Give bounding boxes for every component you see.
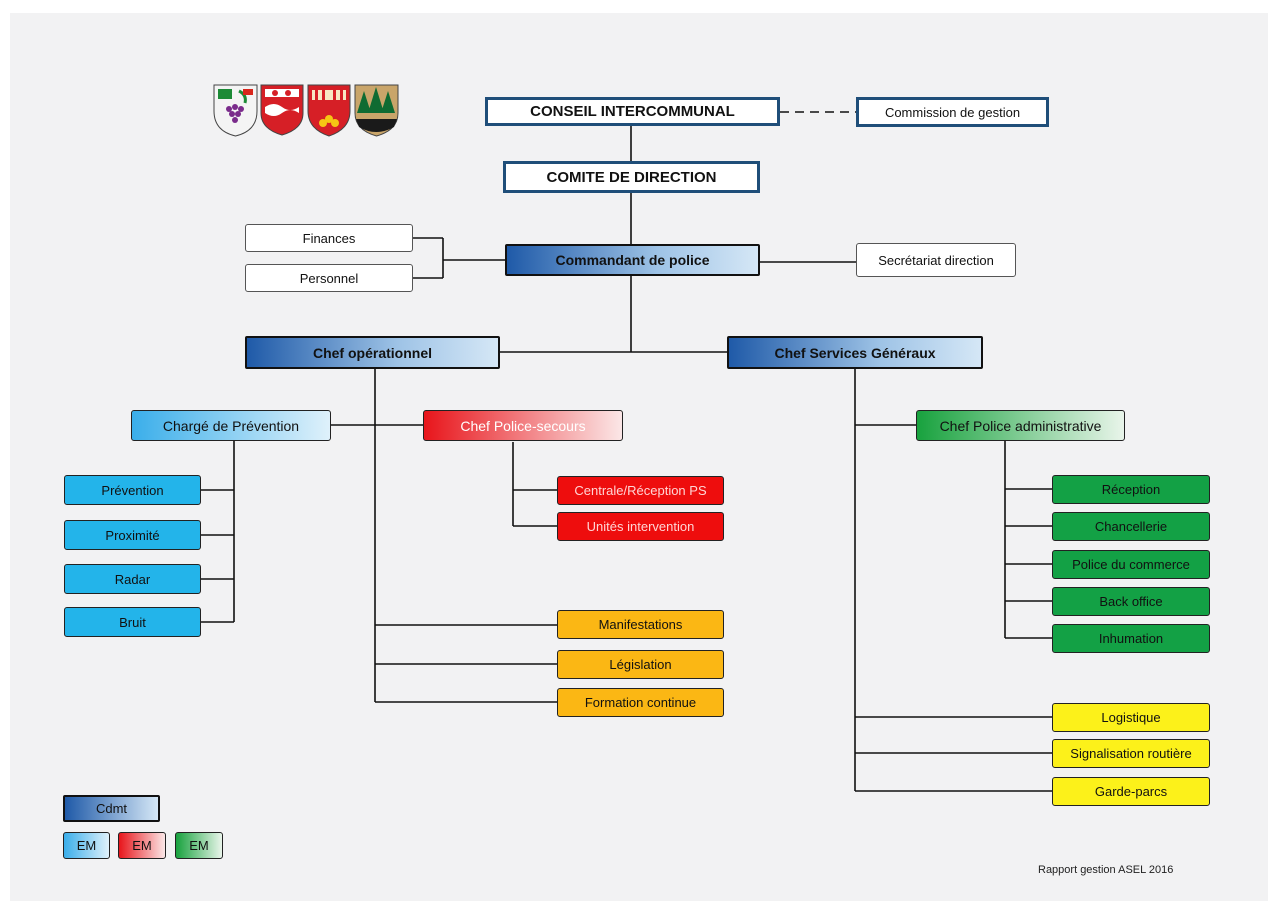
legend-em-blue: EM	[63, 832, 110, 859]
node-comite-de-direction: COMITE DE DIRECTION	[503, 161, 760, 193]
node-inhumation: Inhumation	[1052, 624, 1210, 653]
node-manifestations: Manifestations	[557, 610, 724, 639]
node-back-office: Back office	[1052, 587, 1210, 616]
node-signalisation-routiere: Signalisation routière	[1052, 739, 1210, 768]
node-centrale-reception-ps: Centrale/Réception PS	[557, 476, 724, 505]
node-commandant-de-police: Commandant de police	[505, 244, 760, 276]
node-conseil-intercommunal: CONSEIL INTERCOMMUNAL	[485, 97, 780, 126]
node-prevention: Prévention	[64, 475, 201, 505]
node-unites-intervention: Unités intervention	[557, 512, 724, 541]
node-proximite: Proximité	[64, 520, 201, 550]
legend-cdmt: Cdmt	[63, 795, 160, 822]
node-formation-continue: Formation continue	[557, 688, 724, 717]
node-chef-police-secours: Chef Police-secours	[423, 410, 623, 441]
node-personnel: Personnel	[245, 264, 413, 292]
crest-vine-icon	[213, 84, 258, 137]
node-bruit: Bruit	[64, 607, 201, 637]
node-chancellerie: Chancellerie	[1052, 512, 1210, 541]
node-chef-services-generaux: Chef Services Généraux	[727, 336, 983, 369]
node-commission-de-gestion: Commission de gestion	[856, 97, 1049, 127]
crest-red-white-icon	[260, 84, 304, 136]
node-radar: Radar	[64, 564, 201, 594]
node-logistique: Logistique	[1052, 703, 1210, 732]
municipal-crests	[213, 83, 399, 137]
node-secretariat-direction: Secrétariat direction	[856, 243, 1016, 277]
node-legislation: Législation	[557, 650, 724, 679]
node-police-du-commerce: Police du commerce	[1052, 550, 1210, 579]
node-garde-parcs: Garde-parcs	[1052, 777, 1210, 806]
node-charge-de-prevention: Chargé de Prévention	[131, 410, 331, 441]
footer-caption: Rapport gestion ASEL 2016	[1038, 864, 1174, 876]
legend-em-red: EM	[118, 832, 166, 859]
legend-em-green: EM	[175, 832, 223, 859]
node-reception: Réception	[1052, 475, 1210, 504]
crest-red-yellow-icon	[307, 84, 351, 137]
node-finances: Finances	[245, 224, 413, 252]
crest-fir-trees-icon	[354, 84, 399, 137]
node-chef-operationnel: Chef opérationnel	[245, 336, 500, 369]
node-chef-police-administrative: Chef Police administrative	[916, 410, 1125, 441]
